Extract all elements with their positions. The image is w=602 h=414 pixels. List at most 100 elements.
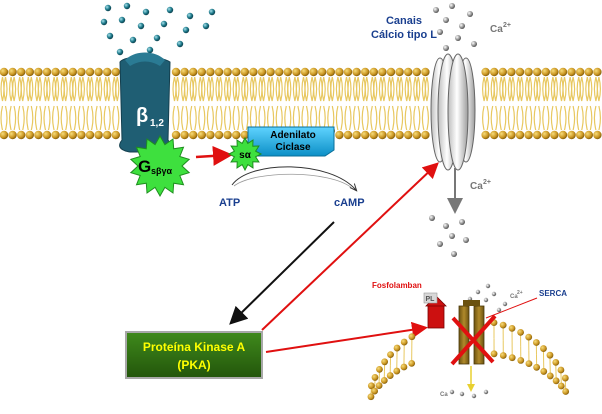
lipid-tail <box>486 105 490 131</box>
lipid-tail <box>12 76 17 102</box>
lipid-tail <box>82 105 85 131</box>
lipid-tail <box>361 105 365 131</box>
lipid-head <box>558 67 568 77</box>
lipid-tail <box>374 105 378 131</box>
lipid-tail <box>390 76 395 102</box>
phospholamban-label: Fosfolamban <box>372 281 422 290</box>
lipid-head <box>275 67 284 77</box>
lipid-tail <box>194 105 197 131</box>
lipid-tail <box>95 105 98 131</box>
sarcoplasmic-reticulum <box>367 319 570 401</box>
lipid-head <box>408 359 416 367</box>
lipid-head <box>541 67 550 77</box>
lipid-tail <box>297 105 300 131</box>
lipid-tail <box>335 105 339 131</box>
lipid-head <box>481 130 490 140</box>
lipid-tail <box>278 76 283 102</box>
lipid-tail <box>181 105 184 131</box>
lipid-head <box>507 67 516 77</box>
pl-label: PL <box>426 296 436 303</box>
lipid-tail <box>60 105 64 131</box>
lipid-tail <box>106 76 111 102</box>
lipid-head <box>395 67 404 77</box>
lipid-tail <box>3 76 8 102</box>
lipid-head <box>557 366 565 374</box>
lipid-tail <box>103 105 107 131</box>
lipid-head <box>25 67 34 77</box>
lipid-head <box>378 67 387 77</box>
lipid-tail <box>4 105 8 131</box>
lipid-tail <box>409 105 412 131</box>
lipid-tail <box>387 105 391 131</box>
s-alpha-label: sα <box>239 150 252 161</box>
ca-down-label: Ca 2+ <box>470 179 491 192</box>
lipid-tail <box>318 105 322 131</box>
lipid-tail <box>189 105 193 131</box>
lipid-tail <box>383 105 386 131</box>
lipid-head <box>8 67 17 77</box>
inhibition-cross <box>450 314 497 366</box>
sr-ca-bottom-label: Ca <box>440 392 448 398</box>
lipid-head <box>326 67 335 77</box>
lipid-tail <box>201 76 206 102</box>
ion <box>437 29 443 35</box>
lipid-head <box>387 351 394 359</box>
lipid-tail <box>373 76 378 102</box>
lipid-head <box>481 67 490 77</box>
lipid-tail <box>391 105 395 131</box>
conversion-arrow-shadow <box>233 173 353 189</box>
lipid-tail <box>34 105 38 131</box>
ion <box>483 389 489 395</box>
lipid-tail <box>301 105 305 131</box>
lipid-head <box>371 387 379 395</box>
conversion-arrow <box>231 166 356 190</box>
ion <box>459 23 465 29</box>
channel-label-2: Cálcio tipo L <box>371 29 437 41</box>
lipid-head <box>59 130 69 140</box>
lipid-tail <box>485 76 490 102</box>
lipid-head <box>593 130 602 140</box>
lipid-tail <box>503 105 507 131</box>
svg-text:Ca: Ca <box>470 181 483 192</box>
lipid-head <box>524 67 533 77</box>
lipid-tail <box>254 105 257 131</box>
lipid-head <box>386 130 396 140</box>
lipid-tail <box>26 105 29 131</box>
lipid-head <box>412 67 421 77</box>
lipid-tail <box>292 105 296 131</box>
lipid-head <box>386 67 396 77</box>
ion <box>146 46 154 54</box>
lipid-tail <box>227 76 232 102</box>
lipid-tail <box>241 105 244 131</box>
lipid-tail <box>596 76 601 102</box>
lipid-tail <box>77 105 81 131</box>
lipid-head <box>51 67 60 77</box>
lipid-tail <box>353 105 356 131</box>
lipid-head <box>361 67 370 77</box>
lipid-tail <box>261 76 266 102</box>
lipid-head <box>249 67 258 77</box>
lipid-tail <box>310 105 313 131</box>
lipid-tail <box>176 105 180 131</box>
lipid-tail <box>65 105 68 131</box>
lipid-tail <box>576 105 580 131</box>
lipid-tail <box>99 105 103 131</box>
lipid-head <box>393 344 401 352</box>
camp-to-pka-arrow <box>229 221 335 325</box>
lipid-head <box>499 321 507 329</box>
lipid-tail <box>224 105 227 131</box>
lipid-tail <box>417 105 421 131</box>
lipid-tail <box>115 76 120 102</box>
g-protein: G sβγα <box>129 134 191 198</box>
lipid-head <box>367 393 375 401</box>
lipid-tail <box>348 105 352 131</box>
lipid-head <box>552 358 560 366</box>
lipid-head <box>561 374 569 382</box>
lipid-head <box>361 130 370 140</box>
lipid-tail <box>80 76 85 102</box>
lipid-tail <box>267 105 270 131</box>
lipid-head <box>103 67 112 77</box>
lipid-head <box>68 130 78 140</box>
lipid-tail <box>73 105 77 131</box>
